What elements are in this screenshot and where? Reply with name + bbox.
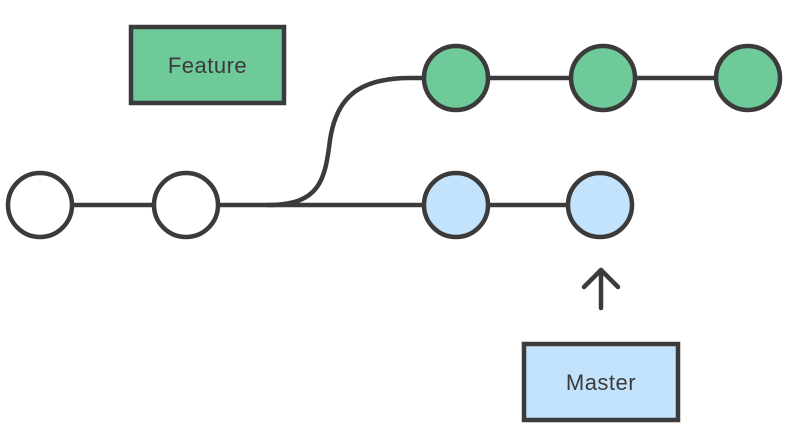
master-label-box <box>521 341 681 423</box>
feature-label: Feature <box>128 24 287 106</box>
feature-commit-2 <box>568 43 638 113</box>
feature-commit-1 <box>421 43 491 113</box>
shared-commit-2 <box>151 170 221 240</box>
up-arrow-icon <box>581 267 621 311</box>
shared-commit-1 <box>5 170 75 240</box>
feature-label-box <box>128 24 287 106</box>
feature-branch-line <box>265 75 751 208</box>
master-commit-1 <box>421 170 491 240</box>
feature-commit-3 <box>713 43 783 113</box>
feature-label-text: Feature <box>168 53 247 78</box>
master-commit-2 <box>565 170 635 240</box>
master-label-text: Master <box>566 370 636 395</box>
master-label: Master <box>521 341 681 423</box>
